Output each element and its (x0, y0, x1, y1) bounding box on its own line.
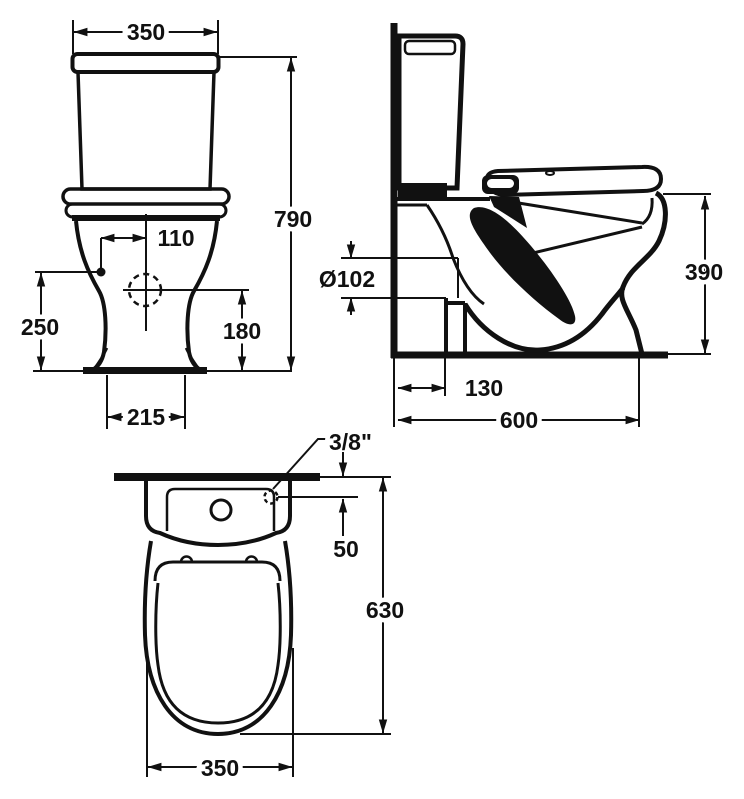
dim-front-outlet-height-label: 180 (223, 318, 261, 344)
dim-front-cistern-width: 350 (73, 15, 218, 50)
side-cistern-base (398, 183, 447, 199)
front-base-arcs (92, 347, 201, 370)
side-pedestal-foot (444, 298, 467, 355)
side-water-neck (489, 196, 527, 228)
front-cistern-lid (70, 52, 221, 74)
dim-front-cistern-width-label: 350 (127, 19, 165, 45)
side-bowl-back-line (451, 257, 485, 306)
dim-side-outlet-diameter-label: Ø102 (319, 266, 375, 292)
top-inlet-leader (272, 438, 328, 490)
side-rim-top-line (499, 198, 643, 225)
side-lid-pin (545, 170, 555, 176)
dim-top-inlet-offset: 50 (329, 452, 363, 567)
front-bowl-right-outline (185, 220, 219, 371)
dim-side-rim-height-label: 390 (685, 259, 723, 285)
side-soil-pipe (341, 257, 459, 299)
dim-side-outlet-setout-label: 130 (465, 375, 503, 401)
top-view: 3/8" 50 630 350 (114, 425, 409, 786)
top-cistern-outline (144, 479, 292, 548)
dim-front-total-height: 790 (269, 57, 317, 371)
dim-top-bowl-width-label: 350 (201, 755, 239, 781)
dim-top-bowl-width: 350 (147, 751, 293, 786)
side-rim-inner-right (641, 197, 654, 226)
top-hinge-caps (179, 555, 259, 563)
dim-front-flush-offset-label: 110 (157, 225, 194, 251)
front-floor-bar (83, 367, 207, 374)
side-bowl-front-outline (619, 190, 668, 355)
top-inlet-dashed-circle (263, 489, 279, 505)
top-extension-lines (146, 496, 391, 777)
top-seat-inner-line (154, 582, 282, 725)
dim-side-outlet-diameter: Ø102 (314, 241, 380, 315)
dim-front-fixing-height-label: 250 (21, 314, 59, 340)
top-flush-button (209, 498, 233, 522)
top-lid-outline (142, 540, 294, 737)
dim-top-inlet-thread-label: 3/8" (329, 429, 372, 455)
dim-top-total-depth-label: 630 (366, 597, 404, 623)
side-water-silhouette (469, 207, 576, 325)
dim-side-outlet-setout: 130 (397, 371, 508, 406)
top-cistern-lid-line (165, 487, 276, 531)
top-hinge-cover (153, 560, 282, 582)
front-extension-lines (72, 20, 297, 429)
dim-side-rim-height: 390 (680, 195, 728, 354)
side-view: Ø102 390 130 600 (314, 23, 728, 438)
side-cistern-lid (403, 39, 457, 56)
side-trap-back (397, 203, 455, 259)
side-cistern (396, 33, 466, 191)
side-seat-hinge-slot (487, 179, 514, 188)
front-cistern-body (76, 70, 216, 191)
dim-front-pedestal-width-label: 215 (127, 404, 166, 430)
dim-front-outlet-height: 180 (218, 290, 266, 371)
front-bowl-left-outline (74, 220, 108, 371)
dim-front-flush-offset: 110 (100, 221, 199, 256)
dim-side-total-depth: 600 (397, 403, 640, 438)
dim-front-fixing-height: 250 (16, 272, 64, 371)
dim-side-total-depth-label: 600 (500, 407, 538, 433)
dim-top-total-depth: 630 (361, 477, 409, 734)
front-view: 350 790 110 250 180 215 (16, 15, 317, 435)
dim-front-total-height-label: 790 (274, 206, 312, 232)
dim-front-pedestal-width: 215 (107, 400, 185, 435)
side-bowl-bottom (462, 286, 625, 353)
dim-top-inlet-offset-label: 50 (333, 536, 359, 562)
front-seat-lid (61, 187, 231, 206)
